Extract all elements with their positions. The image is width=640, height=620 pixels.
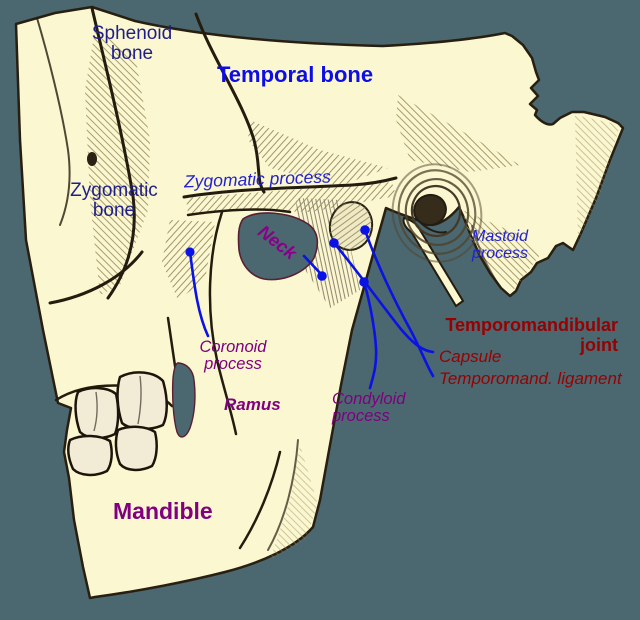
retromolar-gap [171, 362, 196, 438]
condyle [328, 201, 374, 251]
leader-condyloid [362, 280, 378, 390]
leader-ligament [363, 228, 435, 378]
leader-lines [188, 228, 435, 390]
mandibular-notch-hole [237, 212, 319, 281]
leader-capsule [332, 241, 435, 354]
foramen-dot [87, 152, 97, 166]
marker-dot-condyloid [359, 277, 369, 287]
leader-coronoid [188, 250, 210, 338]
skull-outline [14, 5, 625, 600]
hatching [85, 30, 620, 560]
leader-neck [302, 254, 323, 276]
marker-dot-coronoid [185, 247, 195, 257]
marker-dots [185, 225, 370, 287]
marker-dot-capsule [329, 238, 339, 248]
teeth [67, 371, 168, 477]
ear-canal [391, 163, 483, 263]
marker-dot-neck [317, 271, 327, 281]
marker-dot-ligament [360, 225, 370, 235]
suture-lines [36, 6, 499, 551]
